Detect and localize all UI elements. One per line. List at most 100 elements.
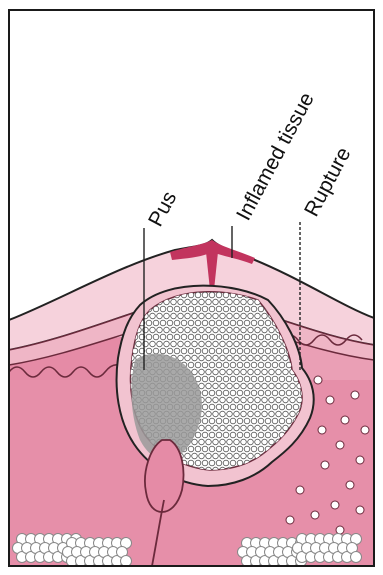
pus-cell: [202, 460, 208, 466]
pus-cell: [241, 397, 247, 403]
pus-cell: [262, 439, 268, 445]
pus-cell: [206, 453, 212, 459]
pus-cell: [202, 292, 208, 298]
pus-cell: [269, 425, 275, 431]
pus-cell: [279, 418, 285, 424]
pus-cell: [237, 334, 243, 340]
pus-cell: [157, 327, 163, 333]
pus-cell: [157, 341, 163, 347]
pus-cell: [248, 369, 254, 375]
pus-cell: [160, 348, 166, 354]
pus-cell: [258, 320, 264, 326]
pus-cell: [244, 376, 250, 382]
pus-cell: [216, 320, 222, 326]
pus-cell: [174, 334, 180, 340]
pus-cell: [199, 425, 205, 431]
pus-cell: [290, 397, 296, 403]
pus-cell: [220, 383, 226, 389]
pus-cell: [146, 320, 152, 326]
pus-cell: [234, 383, 240, 389]
pus-cell: [262, 355, 268, 361]
pus-cell: [276, 341, 282, 347]
pus-cell: [206, 327, 212, 333]
pus-cell: [234, 439, 240, 445]
pus-cell: [234, 341, 240, 347]
pus-cell: [265, 320, 271, 326]
pus-cell: [255, 425, 261, 431]
pus-cell: [178, 327, 184, 333]
pus-cell: [188, 306, 194, 312]
pus-cell: [230, 418, 236, 424]
pus-cell: [258, 334, 264, 340]
pus-cell: [234, 313, 240, 319]
pus-cell: [237, 362, 243, 368]
rupture-cell: [346, 481, 354, 489]
pus-cell: [227, 341, 233, 347]
pus-cell: [279, 362, 285, 368]
pus-cell: [251, 362, 257, 368]
pus-cell: [195, 432, 201, 438]
pus-cell: [262, 383, 268, 389]
pus-cell: [248, 397, 254, 403]
pus-cell: [258, 432, 264, 438]
pus-cell: [241, 439, 247, 445]
pus-cell: [230, 320, 236, 326]
pus-cell: [241, 453, 247, 459]
pus-cell: [262, 327, 268, 333]
pus-cell: [171, 313, 177, 319]
pus-cell: [244, 320, 250, 326]
pus-cell: [195, 334, 201, 340]
pus-cell: [206, 355, 212, 361]
pus-cell: [279, 348, 285, 354]
pus-cell: [223, 320, 229, 326]
pus-cell: [167, 306, 173, 312]
pus-cell: [171, 299, 177, 305]
pus-cell: [195, 306, 201, 312]
pus-cell: [227, 425, 233, 431]
pus-cell: [234, 369, 240, 375]
pus-cell: [269, 383, 275, 389]
pus-cell: [248, 327, 254, 333]
pus-cell: [223, 334, 229, 340]
rupture-cell: [361, 426, 369, 434]
pus-cell: [262, 397, 268, 403]
rupture-cell: [326, 396, 334, 404]
pus-cell: [276, 411, 282, 417]
pus-cell: [206, 411, 212, 417]
pus-cell: [167, 334, 173, 340]
pus-cell: [220, 425, 226, 431]
pus-cell: [269, 341, 275, 347]
pus-cell: [213, 453, 219, 459]
pus-cell: [220, 313, 226, 319]
pus-cell: [234, 355, 240, 361]
pus-cell: [265, 348, 271, 354]
pus-cell: [209, 292, 215, 298]
pus-cell: [213, 369, 219, 375]
pus-cell: [227, 453, 233, 459]
pus-cell: [230, 390, 236, 396]
pus-cell: [199, 327, 205, 333]
pus-cell: [237, 306, 243, 312]
pus-cell: [265, 362, 271, 368]
pus-cell: [283, 397, 289, 403]
pus-cell: [244, 418, 250, 424]
pus-cell: [258, 446, 264, 452]
pus-cell: [209, 432, 215, 438]
pus-cell: [185, 453, 191, 459]
pus-cell: [220, 341, 226, 347]
pus-cell: [202, 376, 208, 382]
pus-cell: [188, 446, 194, 452]
pus-cell: [185, 313, 191, 319]
pus-cell: [262, 411, 268, 417]
pus-cell: [199, 453, 205, 459]
pus-cell: [188, 362, 194, 368]
pus-cell: [209, 446, 215, 452]
pus-cell: [265, 404, 271, 410]
pus-cell: [230, 306, 236, 312]
pus-cell: [164, 341, 170, 347]
pus-cell: [206, 341, 212, 347]
pus-cell: [230, 446, 236, 452]
pus-cell: [227, 299, 233, 305]
pus-cell: [258, 348, 264, 354]
